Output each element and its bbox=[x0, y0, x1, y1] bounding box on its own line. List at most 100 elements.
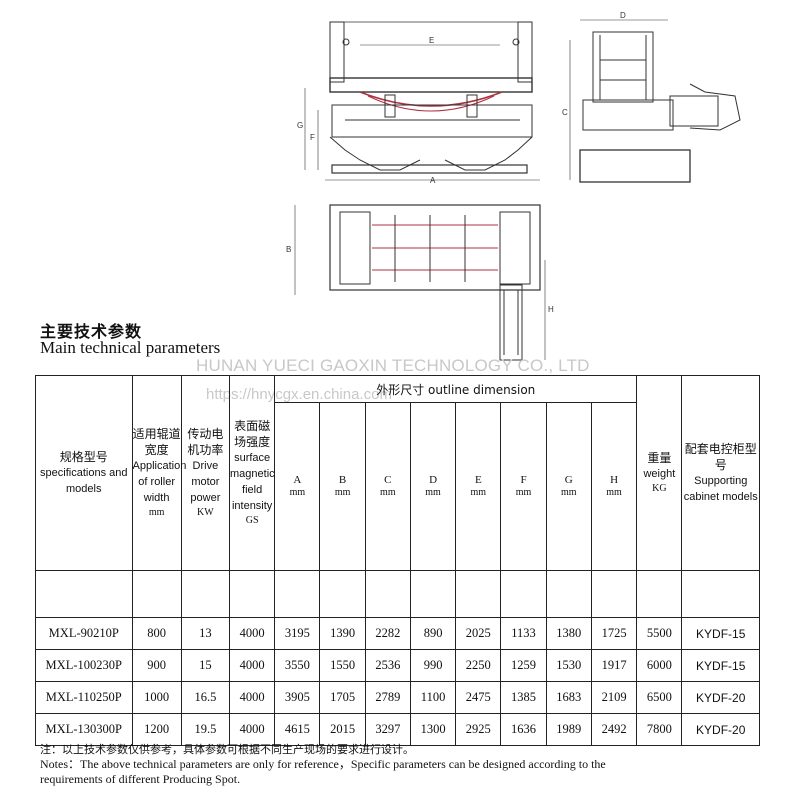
header-cabinet: 配套电控柜型号 Supporting cabinet models bbox=[681, 375, 760, 571]
cell-model: MXL-90210P bbox=[35, 617, 133, 650]
cell-dim-d: 1300 bbox=[409, 713, 457, 746]
header-model: 规格型号 specifications and models bbox=[35, 375, 133, 571]
header-width: 适用辊道宽度 Application of roller width mm bbox=[131, 375, 187, 571]
notes: 注：以上技术参数仅供参考，具体参数可根据不同生产现场的要求进行设计。 Notes… bbox=[40, 742, 606, 787]
cell-dim-g: 1380 bbox=[545, 617, 592, 650]
front-view bbox=[304, 21, 540, 181]
cell-model: MXL-100230P bbox=[35, 649, 133, 682]
dim-label-a: A bbox=[430, 176, 436, 185]
cell-weight: 6500 bbox=[636, 681, 683, 714]
cell-cabinet: KYDF-20 bbox=[681, 713, 760, 746]
cell-dim-g: 1989 bbox=[545, 713, 592, 746]
header-dim-letter: F bbox=[520, 473, 527, 486]
cell-dim-h: 1725 bbox=[590, 617, 638, 650]
header-dim-letter: G bbox=[564, 473, 573, 486]
cell-dim-g: 1530 bbox=[545, 649, 592, 682]
spacer-cell bbox=[229, 570, 276, 618]
cell-field: 4000 bbox=[229, 649, 276, 682]
header-dim-letter: B bbox=[338, 473, 347, 486]
header-weight-unit: KG bbox=[652, 483, 667, 494]
spacer-cell bbox=[455, 570, 502, 618]
header-model-cn: 规格型号 bbox=[59, 450, 108, 464]
header-dim-unit: mm bbox=[289, 486, 306, 498]
plan-view bbox=[294, 204, 546, 361]
cell-power: 16.5 bbox=[180, 681, 231, 714]
header-dim-unit: mm bbox=[515, 486, 532, 498]
cell-model: MXL-110250P bbox=[35, 681, 133, 714]
header-dim-letter: A bbox=[293, 473, 302, 486]
dim-label-c: C bbox=[562, 108, 568, 117]
header-dim-unit: mm bbox=[425, 486, 441, 498]
cell-dim-b: 1550 bbox=[319, 649, 366, 682]
side-view bbox=[569, 19, 741, 183]
cell-dim-e: 2250 bbox=[455, 649, 502, 682]
cell-weight: 5500 bbox=[636, 617, 683, 650]
dim-label-g: G bbox=[297, 121, 303, 130]
spacer-cell bbox=[319, 570, 366, 618]
cell-dim-c: 3297 bbox=[364, 713, 411, 746]
cell-weight: 7800 bbox=[636, 713, 683, 746]
cell-cabinet: KYDF-15 bbox=[681, 649, 760, 682]
cell-width: 1200 bbox=[131, 713, 182, 746]
header-dim-letter: C bbox=[384, 473, 392, 486]
cell-dim-f: 1133 bbox=[500, 617, 547, 650]
cell-dim-e: 2025 bbox=[455, 617, 502, 650]
spacer-cell bbox=[500, 570, 547, 618]
header-field-cn: 表面磁场强度 bbox=[234, 419, 271, 449]
header-dim-unit: mm bbox=[334, 486, 351, 498]
cell-dim-e: 2925 bbox=[455, 713, 502, 746]
cell-power: 19.5 bbox=[180, 713, 231, 746]
header-weight-en: weight bbox=[643, 468, 676, 480]
dim-label-h: H bbox=[548, 305, 554, 314]
cell-dim-d: 990 bbox=[409, 649, 457, 682]
section-title-cn: 主要技术参数 bbox=[40, 322, 143, 341]
cell-cabinet: KYDF-15 bbox=[681, 617, 760, 650]
spacer-cell bbox=[545, 570, 592, 618]
cell-dim-f: 1259 bbox=[500, 649, 547, 682]
header-width-cn: 适用辊道宽度 bbox=[132, 427, 181, 457]
parameters-table: 规格型号 specifications and models 适用辊道宽度 Ap… bbox=[35, 375, 760, 746]
spacer-cell bbox=[590, 570, 638, 618]
dim-label-d: D bbox=[620, 11, 626, 20]
header-field-unit: GS bbox=[245, 515, 259, 526]
cell-model: MXL-130300P bbox=[35, 713, 133, 746]
cell-field: 4000 bbox=[229, 713, 276, 746]
header-power-en: Drive motor power bbox=[190, 460, 221, 504]
cell-width: 900 bbox=[131, 649, 182, 682]
header-dim-unit: mm bbox=[380, 486, 396, 498]
cell-dim-a: 3550 bbox=[274, 649, 321, 682]
spacer-cell bbox=[636, 570, 683, 618]
header-power: 传动电机功率 Drive motor power KW bbox=[180, 375, 231, 571]
cell-dim-f: 1385 bbox=[500, 681, 547, 714]
header-width-en: Application of roller width bbox=[132, 460, 187, 504]
watermark-company: HUNAN YUECI GAOXIN TECHNOLOGY CO., LTD bbox=[196, 356, 590, 375]
cell-dim-c: 2282 bbox=[364, 617, 411, 650]
header-field: 表面磁场强度 surface magnetic field intensity … bbox=[229, 375, 276, 571]
cell-dim-e: 2475 bbox=[455, 681, 502, 714]
dim-label-b: B bbox=[286, 245, 291, 254]
dim-label-f: F bbox=[310, 133, 315, 142]
cell-dim-b: 2015 bbox=[319, 713, 366, 746]
header-dim-unit: mm bbox=[470, 486, 487, 498]
cell-width: 800 bbox=[131, 617, 182, 650]
cell-dim-a: 3905 bbox=[274, 681, 321, 714]
cell-power: 13 bbox=[180, 617, 231, 650]
cell-field: 4000 bbox=[229, 617, 276, 650]
cell-dim-c: 2536 bbox=[364, 649, 411, 682]
cell-width: 1000 bbox=[131, 681, 182, 714]
cell-dim-c: 2789 bbox=[364, 681, 411, 714]
cell-dim-h: 2492 bbox=[590, 713, 638, 746]
dim-label-e: E bbox=[429, 36, 434, 45]
cell-dim-b: 1390 bbox=[319, 617, 366, 650]
